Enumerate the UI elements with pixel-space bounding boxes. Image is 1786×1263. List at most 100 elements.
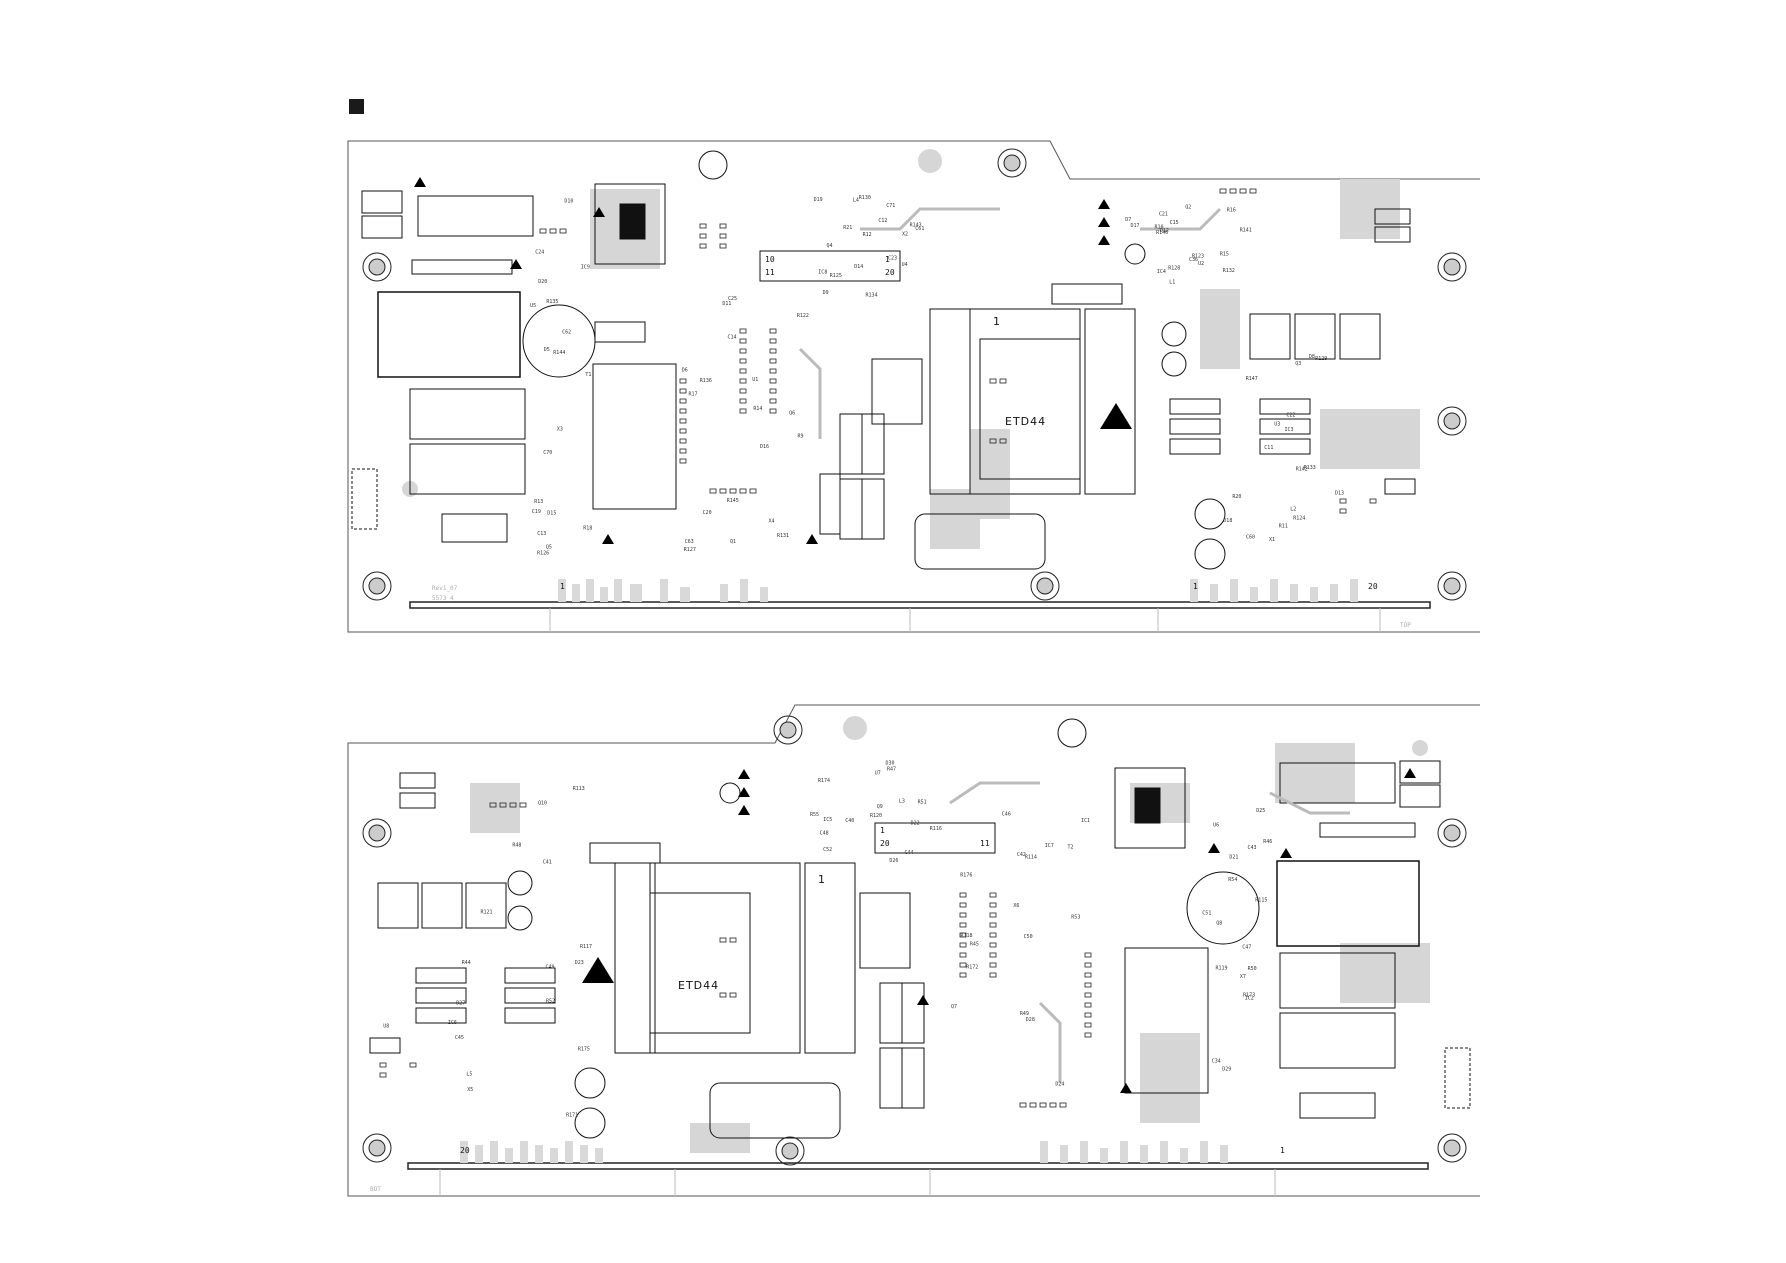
- ref-designators-bottom: R171R172R173R174R175R176C34C40C41C42C43C…: [383, 761, 1272, 1119]
- ref-designator: R11: [1279, 523, 1288, 529]
- ref-designator: D17: [1131, 223, 1140, 229]
- ref-designator: C13: [537, 531, 546, 537]
- electrolytic-2: [1124, 243, 1146, 265]
- ref-designator: C24: [535, 249, 544, 255]
- ref-designator: T1: [585, 372, 591, 378]
- ref-designator: C19: [532, 509, 541, 515]
- ref-designator: D15: [547, 511, 556, 517]
- transformer-etd44: [649, 862, 801, 1054]
- header-pin-1: 1: [885, 255, 890, 264]
- ref-designator: C23: [888, 255, 897, 261]
- ref-designator: D10: [564, 199, 573, 205]
- electrolytic-2: [719, 782, 741, 804]
- ref-designator: Q5: [546, 545, 552, 551]
- ref-designator: R21: [843, 225, 852, 231]
- ref-designator: R14: [753, 406, 762, 412]
- ref-designator: R117: [580, 944, 592, 950]
- ref-designator: D28: [1026, 1017, 1035, 1023]
- small-cap-tl-2: [399, 792, 436, 809]
- ref-designator: IC9: [581, 264, 590, 270]
- ref-designator: U6: [1213, 822, 1219, 828]
- cap-bank-4: [901, 1047, 925, 1109]
- filter-inductor-block: [1276, 860, 1420, 947]
- ref-designator: C45: [455, 1035, 464, 1041]
- ref-designator: R128: [1168, 265, 1180, 271]
- conn-block-r2: [1294, 313, 1336, 360]
- dashed-connector: [1444, 1047, 1471, 1109]
- ref-designator: R145: [727, 498, 739, 504]
- resistor-bank-5: [1259, 418, 1311, 435]
- cap-bank-4: [861, 478, 885, 540]
- ic-pin1-mark: 1: [818, 873, 826, 886]
- smd-pads: [539, 188, 1377, 514]
- small-cap-tl: [399, 772, 436, 789]
- ref-designator: Q7: [951, 1004, 957, 1010]
- resistor-bank-1: [415, 967, 467, 984]
- ref-designator: C34: [1212, 1059, 1221, 1065]
- connector-pin-last: 1: [1280, 1146, 1285, 1155]
- cap-c1: [361, 190, 403, 214]
- bulk-capacitor: [522, 304, 596, 378]
- ref-designator: C50: [1024, 934, 1033, 940]
- ref-designator: D9: [823, 290, 829, 296]
- ref-designator: C60: [1246, 534, 1255, 540]
- cap-c1: [1399, 760, 1441, 784]
- transformer-core: [649, 892, 751, 1034]
- ref-designator: IC7: [1045, 843, 1054, 849]
- ref-designator: C14: [728, 334, 737, 340]
- ref-designator: U1: [752, 377, 758, 383]
- filter-inductor-block: [377, 291, 521, 378]
- choke-inner: [619, 203, 646, 240]
- ref-designator: C49: [546, 965, 555, 971]
- ref-designator: IC8: [818, 269, 827, 275]
- ref-designator: X4: [769, 519, 775, 525]
- pcb-top-layer: ETD44 1 20 1 10 11 1 20 1 Rev1_07 5573_4…: [340, 139, 1480, 639]
- resistor-bank-4: [504, 967, 556, 984]
- ref-designator: D8: [1309, 354, 1315, 360]
- ref-designator: C46: [1002, 812, 1011, 818]
- copper-pours: [402, 149, 1420, 549]
- conn-block-r1: [1249, 313, 1291, 360]
- header-pin-1: 1: [880, 826, 885, 835]
- ref-designator: C51: [1202, 911, 1211, 917]
- electrolytic-3: [507, 870, 533, 896]
- bridge-rect: [594, 321, 646, 343]
- warning-triangles: [414, 177, 1132, 544]
- bobbin-right: [1084, 308, 1136, 495]
- x-capacitor: [417, 195, 534, 237]
- header-row: [759, 250, 901, 282]
- connector-pin-first: 20: [460, 1146, 470, 1155]
- ref-designator: R143: [910, 223, 922, 229]
- ref-designator: C25: [728, 296, 737, 302]
- bobbin-right: [804, 862, 856, 1054]
- transformer-label: ETD44: [678, 979, 719, 992]
- electrolytic-5: [574, 1067, 606, 1099]
- ref-designator: R144: [553, 350, 565, 356]
- ref-designator: T2: [1068, 845, 1074, 851]
- ref-designator: D25: [1256, 808, 1265, 814]
- ref-designator: R116: [930, 826, 942, 832]
- ref-designator: C36: [1189, 257, 1198, 263]
- pcb-top-svg: ETD44 1 20 1 10 11 1 20 1 Rev1_07 5573_4…: [347, 140, 1480, 633]
- ref-designator: R134: [866, 292, 878, 298]
- choke-l1: [594, 183, 666, 265]
- ref-designator: Q6: [789, 410, 795, 416]
- electrolytic-4: [1161, 351, 1187, 377]
- ref-designator: U8: [383, 1023, 389, 1029]
- ref-designator: C40: [845, 818, 854, 824]
- transformer-core: [979, 338, 1081, 480]
- ref-designator: R135: [546, 299, 558, 305]
- ref-designator: C15: [1170, 220, 1179, 226]
- ref-designator: R15: [1220, 252, 1229, 258]
- ref-designator: R132: [1223, 268, 1235, 274]
- conn-block-r3: [1339, 313, 1381, 360]
- cap-bank-1: [839, 413, 863, 475]
- ref-designator: IC5: [823, 817, 832, 823]
- cap-c2: [361, 215, 403, 239]
- ref-designator: R119: [1216, 966, 1228, 972]
- ref-designator: R173: [1243, 992, 1255, 998]
- ref-designator: C44: [905, 850, 914, 856]
- small-cap-br: [1384, 478, 1416, 495]
- header-pin-20: 20: [885, 268, 895, 277]
- ref-designator: R10: [1155, 224, 1164, 230]
